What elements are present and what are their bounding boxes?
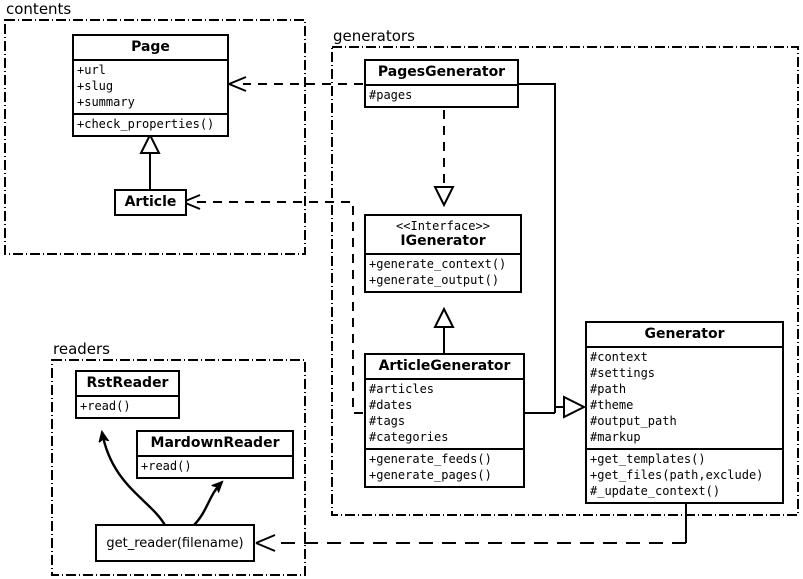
operation-generate-context: +generate_context() (369, 257, 507, 272)
operation-generate-feeds: +generate_feeds() (369, 451, 492, 466)
package-label-contents: contents (6, 0, 72, 18)
class-operations-articlegenerator: +generate_feeds() +generate_pages() (366, 447, 523, 486)
operation-check-properties: +check_properties() (77, 116, 215, 131)
class-attributes-generator: #context #settings #path #theme #output_… (587, 346, 782, 448)
relation-pagesgenerator-uses-page (228, 76, 363, 92)
class-attributes-pagesgenerator: #pages (366, 84, 517, 106)
attribute-markup: #markup (590, 429, 641, 444)
relation-pagesgenerator-realizes-igenerator (433, 110, 455, 208)
operation-generate-output: +generate_output() (369, 273, 500, 288)
class-box-rstreader[interactable]: RstReader +read() (75, 370, 180, 420)
class-box-pagesgenerator[interactable]: PagesGenerator #pages (364, 59, 519, 109)
function-label-get-reader: get_reader(filename) (106, 535, 244, 551)
class-box-articlegenerator[interactable]: ArticleGenerator #articles #dates #tags … (364, 353, 525, 488)
relation-generators-to-generator (519, 83, 587, 419)
attribute-settings: #settings (590, 366, 656, 381)
class-box-mardownreader[interactable]: MardownReader +read() (136, 430, 294, 480)
operation-get-templates: +get_templates() (590, 451, 706, 466)
class-stereotype-igenerator: <<Interface>> (396, 219, 490, 233)
class-title-articlegenerator: ArticleGenerator (378, 358, 511, 374)
attribute-path: #path (590, 382, 627, 396)
attribute-dates: #dates (369, 398, 413, 413)
class-box-igenerator[interactable]: <<Interface>> IGenerator +generate_conte… (364, 214, 522, 294)
attribute-url: +url (77, 63, 106, 78)
attribute-tags: #tags (369, 414, 406, 428)
class-title-pagesgenerator: PagesGenerator (377, 64, 506, 80)
class-box-generator[interactable]: Generator #context #settings #path #them… (585, 321, 784, 504)
attribute-pages: #pages (369, 88, 413, 103)
relation-articlegenerator-uses-article (182, 194, 363, 414)
class-title-mardownreader: MardownReader (150, 435, 280, 451)
class-operations-generator: +get_templates() +get_files(path,exclude… (587, 447, 782, 502)
attribute-summary: +summary (77, 95, 135, 109)
class-title-rstreader: RstReader (86, 375, 169, 391)
class-operations-rstreader: +read() (77, 395, 178, 417)
attribute-output-path: #output_path (590, 413, 677, 428)
class-title-page: Page (131, 39, 170, 55)
operation-mardownreader-read: +read() (141, 459, 192, 474)
operation-get-files: +get_files(path,exclude) (590, 467, 764, 482)
relation-generator-uses-get_reader (255, 504, 687, 552)
class-box-page[interactable]: Page +url +slug +summary +check_properti… (72, 34, 229, 137)
attribute-context: #context (590, 350, 648, 365)
class-attributes-page: +url +slug +summary (74, 59, 227, 113)
class-name-igenerator: IGenerator (400, 233, 486, 250)
operation-update-context: #_update_context() (590, 483, 721, 498)
package-label-generators: generators (333, 27, 415, 45)
class-attributes-articlegenerator: #articles #dates #tags #categories (366, 378, 523, 448)
class-operations-page: +check_properties() (74, 112, 227, 135)
attribute-theme: #theme (590, 397, 634, 412)
attribute-articles: #articles (369, 382, 435, 397)
class-title-article: Article (124, 194, 177, 210)
class-title-generator: Generator (644, 326, 725, 342)
relation-articlegenerator-inherits-igenerator (433, 306, 455, 356)
relation-get_reader-to-mardownreader (191, 482, 222, 528)
class-operations-igenerator: +generate_context() +generate_output() (366, 253, 520, 291)
package-label-readers: readers (53, 340, 110, 358)
function-box-get-reader[interactable]: get_reader(filename) (95, 524, 255, 562)
operation-generate-pages: +generate_pages() (369, 467, 492, 482)
class-operations-mardownreader: +read() (138, 455, 292, 477)
attribute-slug: +slug (77, 79, 114, 94)
attribute-categories: #categories (369, 429, 449, 444)
relation-article-inherits-page (139, 132, 161, 190)
class-box-article[interactable]: Article (114, 189, 187, 217)
operation-rstreader-read: +read() (80, 399, 131, 414)
class-title-igenerator: <<Interface>> IGenerator (366, 216, 520, 253)
